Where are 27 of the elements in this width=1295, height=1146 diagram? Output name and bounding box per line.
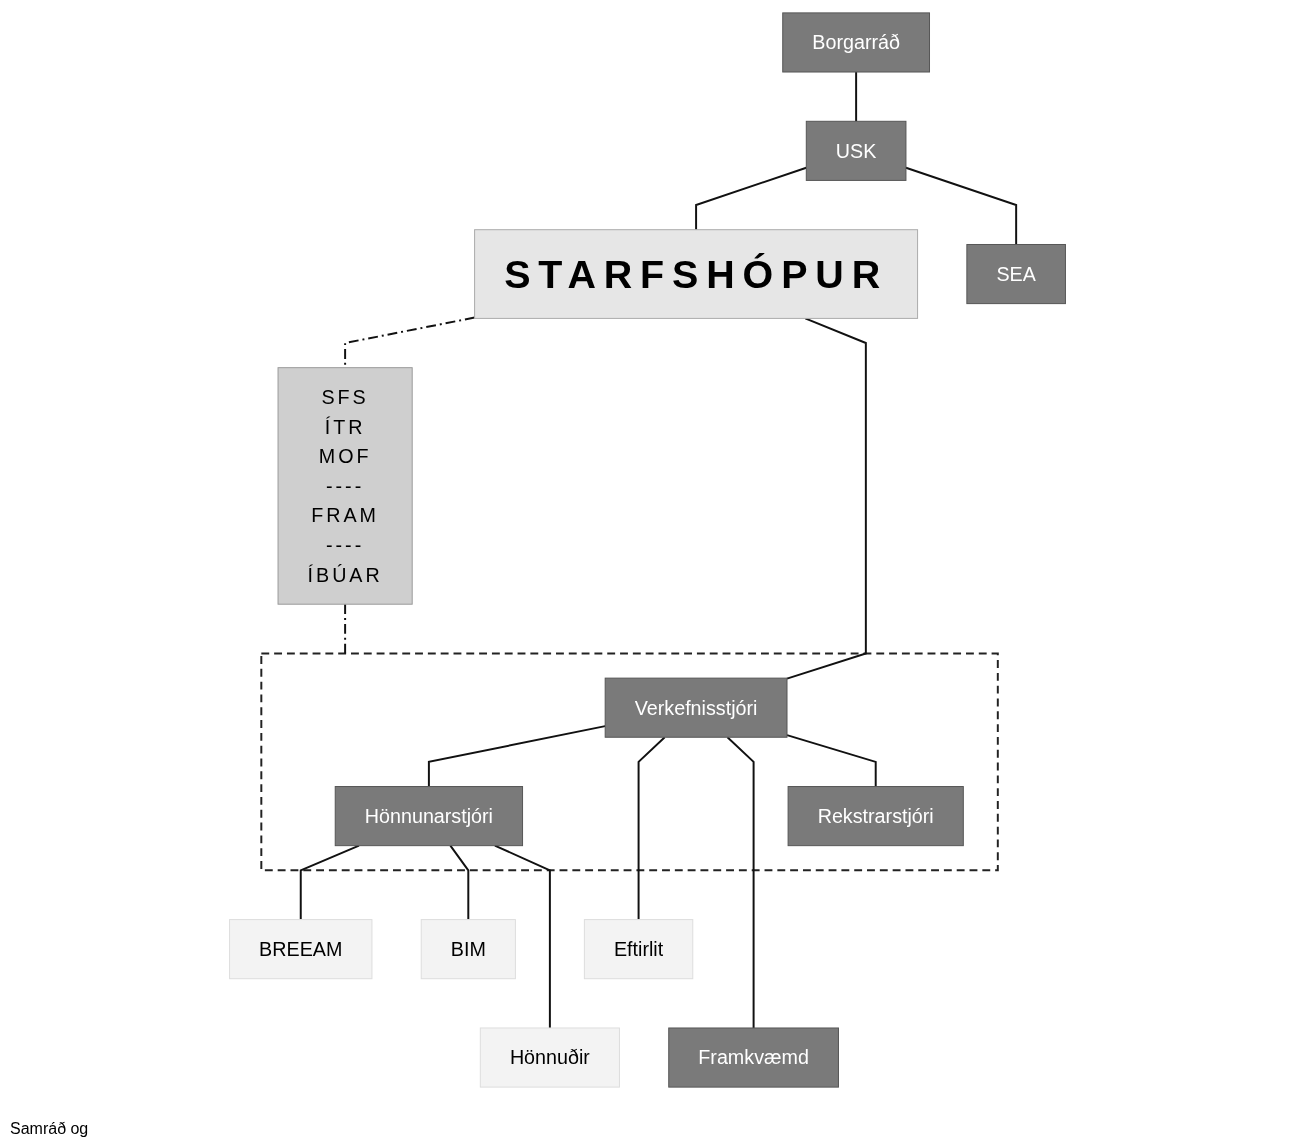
connector xyxy=(786,317,867,680)
connector xyxy=(344,603,347,655)
node-box: Framkvæmd xyxy=(668,1027,839,1088)
connector xyxy=(493,844,551,1029)
connector xyxy=(695,166,808,231)
node-box: SEA xyxy=(966,244,1066,305)
connector xyxy=(855,71,858,123)
node-box: Eftirlit xyxy=(583,919,694,980)
node-box: SFS ÍTR MOF ---- FRAM ---- ÍBÚAR xyxy=(277,367,413,605)
node-box: BIM xyxy=(420,919,516,980)
node-box: Hönnuðir xyxy=(479,1027,620,1088)
cluster xyxy=(260,652,999,872)
connector xyxy=(449,844,470,921)
node-box: Hönnunarstjóri xyxy=(334,786,524,847)
connector xyxy=(427,725,607,788)
connector xyxy=(299,844,360,921)
node-box: BREEAM xyxy=(229,919,373,980)
connector xyxy=(786,734,877,788)
node-box: Rekstrarstjóri xyxy=(787,786,964,847)
node-box: USK xyxy=(805,120,907,181)
note-text: Samráð og xyxy=(10,1120,89,1138)
connector xyxy=(904,166,1018,246)
node-box: STARFSHÓPUR xyxy=(474,229,919,319)
node-box: Borgarráð xyxy=(782,12,930,73)
node-box: Verkefnisstjóri xyxy=(604,677,788,738)
connector xyxy=(726,736,755,1029)
connector xyxy=(637,736,666,921)
